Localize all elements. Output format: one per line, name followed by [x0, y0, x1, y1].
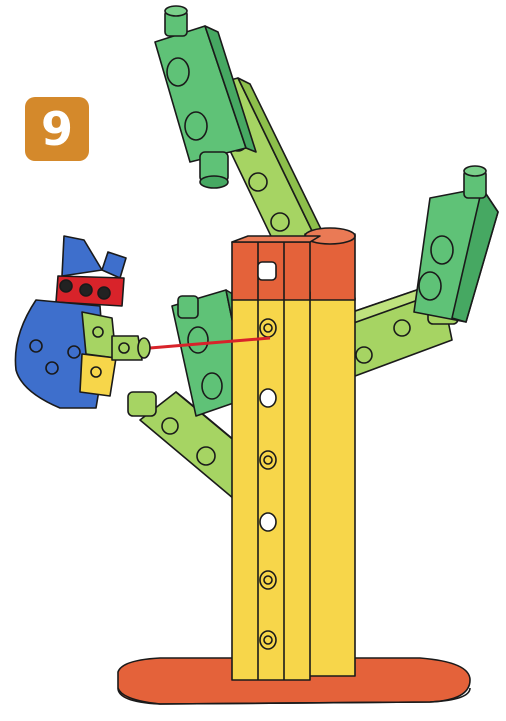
- bird-figure: [15, 236, 150, 408]
- trunk-back-column: [305, 228, 355, 676]
- right-connector-block: [414, 166, 498, 322]
- trunk-front-column: [232, 236, 320, 680]
